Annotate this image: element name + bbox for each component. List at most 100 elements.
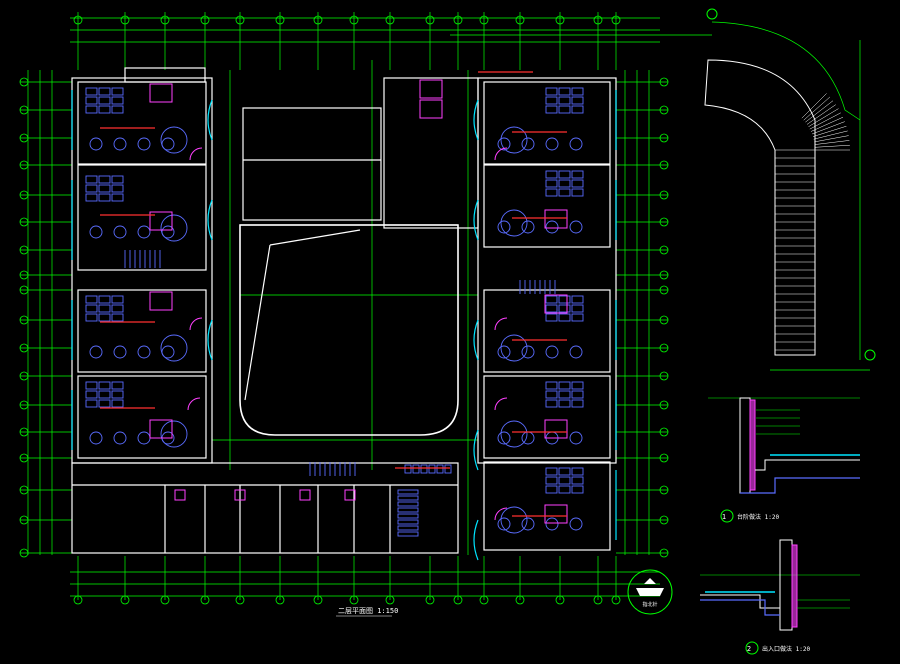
activity-circle xyxy=(500,334,528,362)
axis-bubble-icon xyxy=(313,595,323,605)
desk xyxy=(571,295,584,304)
round-table xyxy=(497,220,511,234)
cabinet xyxy=(404,464,412,474)
desk xyxy=(545,313,558,322)
curved-ramp-plan xyxy=(704,8,876,371)
round-table xyxy=(545,345,559,359)
axis-bubble-icon xyxy=(659,133,669,143)
ramp-tread xyxy=(810,116,844,132)
toilet-block xyxy=(544,294,568,314)
round-table xyxy=(89,431,103,445)
round-table xyxy=(89,345,103,359)
desk xyxy=(85,313,98,322)
desk xyxy=(571,179,584,188)
desk xyxy=(111,96,124,105)
axis-bubble-icon xyxy=(19,285,29,295)
axis-bubble-icon xyxy=(19,270,29,280)
axis-bubble-icon xyxy=(19,217,29,227)
toilet-fixture xyxy=(234,489,246,501)
door-swing xyxy=(189,147,203,161)
desk xyxy=(545,485,558,494)
desk xyxy=(571,87,584,96)
desk xyxy=(98,313,111,322)
axis-bubble-icon xyxy=(200,15,210,25)
door-swing xyxy=(494,147,508,161)
round-table xyxy=(113,225,127,239)
axis-bubble-icon xyxy=(659,427,669,437)
desk xyxy=(558,399,571,408)
activity-circle xyxy=(160,334,188,362)
bench xyxy=(397,525,419,531)
desk xyxy=(98,193,111,202)
desk xyxy=(571,304,584,313)
desk xyxy=(545,476,558,485)
window-bay xyxy=(473,519,479,561)
desk xyxy=(571,390,584,399)
desk xyxy=(558,381,571,390)
axis-bubble-icon xyxy=(73,595,83,605)
activity-circle xyxy=(500,420,528,448)
desk xyxy=(571,399,584,408)
desk xyxy=(111,295,124,304)
desk xyxy=(98,304,111,313)
desk xyxy=(85,96,98,105)
cabinet xyxy=(444,464,452,474)
window-bay xyxy=(473,319,479,361)
axis-bubble-icon xyxy=(659,485,669,495)
round-table xyxy=(497,345,511,359)
ramp-tread xyxy=(814,144,850,148)
north-arrow-icon xyxy=(627,569,673,615)
axis-bubble-icon xyxy=(235,15,245,25)
ramp-tread xyxy=(805,100,834,123)
axis-bubble-icon xyxy=(659,245,669,255)
activity-circle xyxy=(160,126,188,154)
axis-bubble-icon xyxy=(659,400,669,410)
axis-bubble-icon xyxy=(659,77,669,87)
axis-bubble-icon xyxy=(19,105,29,115)
axis-bubble-icon xyxy=(425,595,435,605)
detail-1-section xyxy=(708,397,860,523)
ramp-tread xyxy=(806,104,836,125)
axis-bubble-icon xyxy=(425,15,435,25)
detail-1-caption: 台阶做法 1:20 xyxy=(737,513,779,521)
axis-bubble-icon xyxy=(19,343,29,353)
desk xyxy=(85,399,98,408)
axis-bubble-icon xyxy=(160,595,170,605)
axis-bubble-icon xyxy=(275,15,285,25)
desk xyxy=(571,96,584,105)
ramp-tread xyxy=(812,121,845,135)
bench xyxy=(397,489,419,495)
cabinet xyxy=(420,464,428,474)
desk xyxy=(98,295,111,304)
round-table xyxy=(497,517,511,531)
desk xyxy=(545,304,558,313)
detail-2-section xyxy=(700,539,860,655)
axis-bubble-icon xyxy=(19,485,29,495)
toilet-block xyxy=(419,99,443,119)
desk xyxy=(85,390,98,399)
desk xyxy=(111,87,124,96)
toilet-block xyxy=(149,211,173,231)
axis-bubble-icon xyxy=(659,453,669,463)
ramp-tread xyxy=(814,140,850,145)
building-walls xyxy=(71,67,617,554)
desk xyxy=(545,179,558,188)
axis-bubble-icon xyxy=(19,133,29,143)
window-bay xyxy=(473,199,479,241)
desk xyxy=(571,485,584,494)
toilet-block xyxy=(149,291,173,311)
round-table xyxy=(521,345,535,359)
ramp-tread xyxy=(814,135,849,143)
desk xyxy=(111,390,124,399)
round-table xyxy=(521,137,535,151)
axis-bubble-icon xyxy=(200,595,210,605)
axis-bubble-icon xyxy=(479,15,489,25)
round-table xyxy=(137,137,151,151)
axis-bubble-icon xyxy=(19,453,29,463)
desk xyxy=(558,313,571,322)
round-table xyxy=(545,517,559,531)
axis-bubble-icon xyxy=(19,245,29,255)
desk xyxy=(111,105,124,114)
round-table xyxy=(545,137,559,151)
axis-bubble-icon xyxy=(19,371,29,381)
